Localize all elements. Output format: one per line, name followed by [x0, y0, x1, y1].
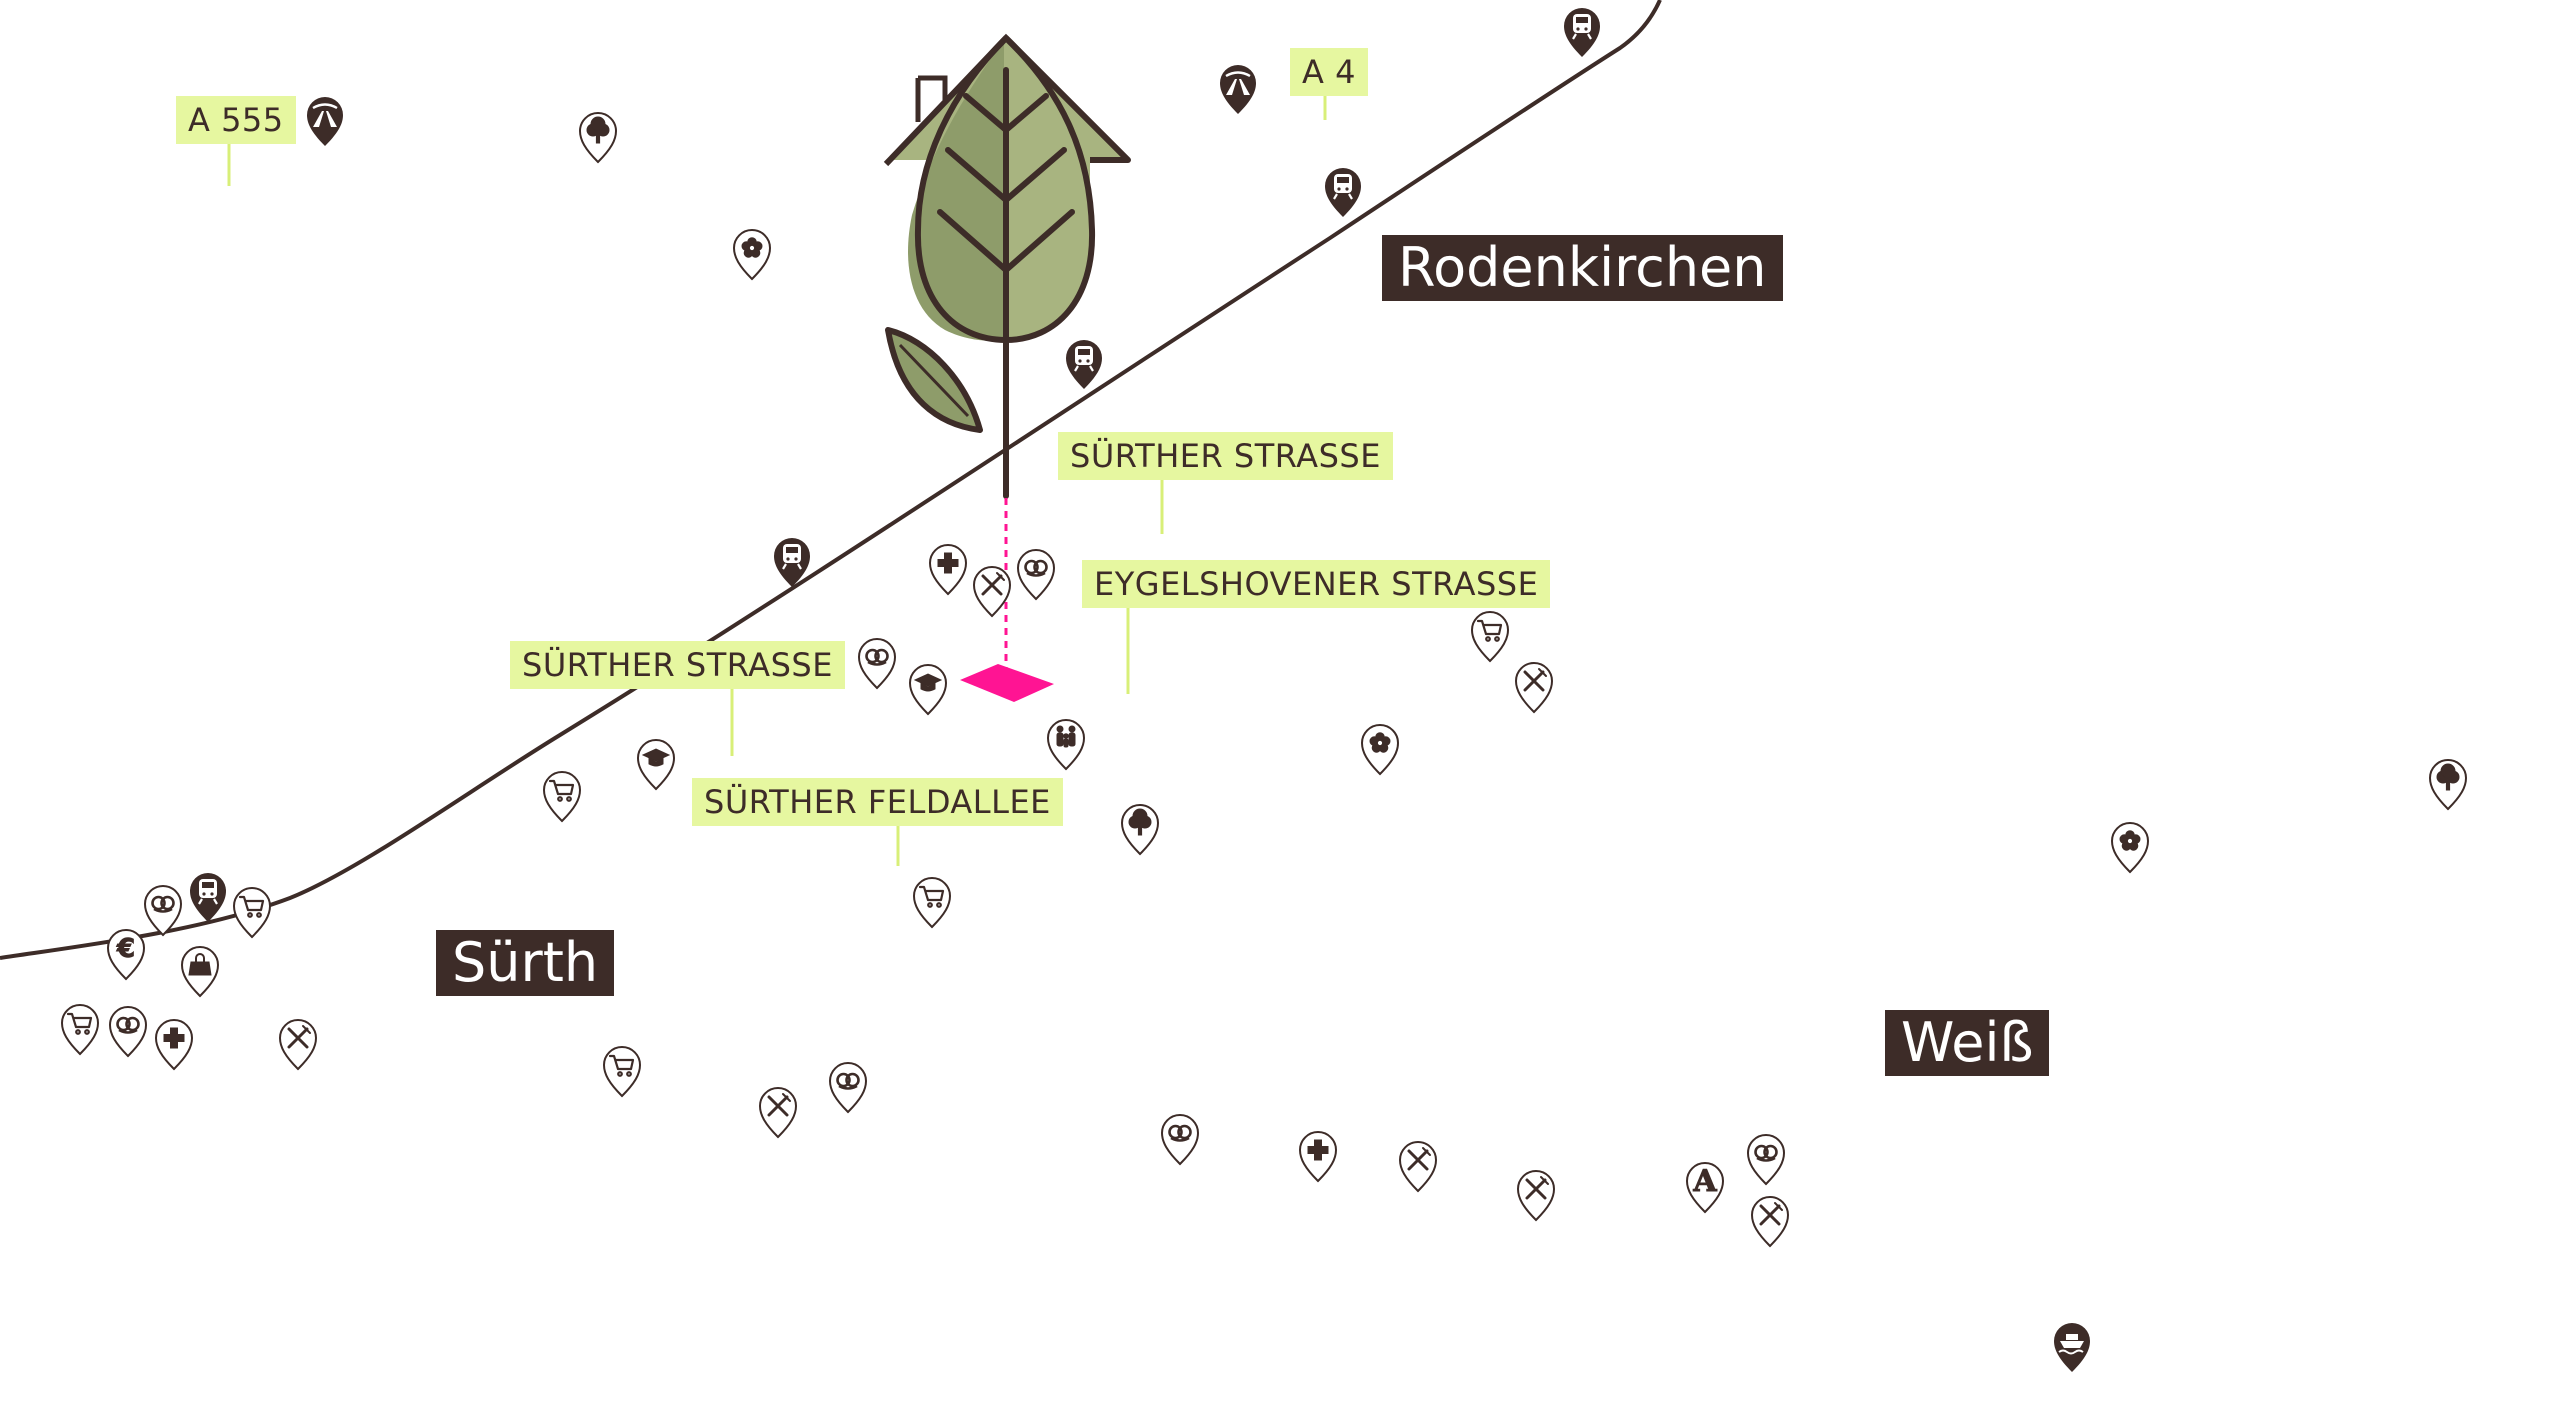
- label-leaders: [227, 96, 1327, 866]
- train-icon[interactable]: [1325, 168, 1361, 217]
- street-label-suerther-strasse-south: SÜRTHER STRASSE: [510, 641, 845, 689]
- street-label-eygelshovener-strasse: EYGELSHOVENER STRASSE: [1082, 560, 1551, 608]
- cutlery-icon[interactable]: [759, 1087, 797, 1138]
- cart-icon[interactable]: [543, 771, 581, 822]
- cart-icon[interactable]: [61, 1004, 99, 1055]
- tree-icon[interactable]: [579, 112, 617, 163]
- leaf-house-icon[interactable]: [883, 33, 1131, 499]
- pretzel-icon[interactable]: [829, 1062, 867, 1113]
- cart-icon[interactable]: [913, 877, 951, 928]
- cart-icon[interactable]: [233, 887, 271, 938]
- cap-icon[interactable]: [909, 664, 947, 715]
- bag-icon[interactable]: [181, 946, 219, 997]
- tree-icon[interactable]: [2429, 759, 2467, 810]
- highway-icon[interactable]: [307, 97, 343, 146]
- flower-icon[interactable]: [2111, 822, 2149, 873]
- place-label-weiss: Weiß: [1885, 1010, 2050, 1076]
- train-icon[interactable]: [1564, 8, 1600, 57]
- tree-icon[interactable]: [1121, 804, 1159, 855]
- place-label-rodenkirchen: Rodenkirchen: [1382, 235, 1783, 301]
- cart-icon[interactable]: [603, 1046, 641, 1097]
- ship-icon[interactable]: [2054, 1323, 2090, 1372]
- pretzel-icon[interactable]: [1747, 1134, 1785, 1185]
- pretzel-icon[interactable]: [858, 638, 896, 689]
- cutlery-icon[interactable]: [1517, 1170, 1555, 1221]
- pretzel-icon[interactable]: [109, 1006, 147, 1057]
- street-label-a555: A 555: [176, 96, 296, 144]
- flower-icon[interactable]: [733, 229, 771, 280]
- cross-icon[interactable]: [1299, 1131, 1337, 1182]
- cross-icon[interactable]: [155, 1019, 193, 1070]
- street-label-suerther-feldallee: SÜRTHER FELDALLEE: [692, 778, 1063, 826]
- family-icon[interactable]: [1047, 719, 1085, 770]
- pretzel-icon[interactable]: [1017, 549, 1055, 600]
- flower-icon[interactable]: [1361, 724, 1399, 775]
- cross-icon[interactable]: [929, 544, 967, 595]
- pretzel-icon[interactable]: [1161, 1114, 1199, 1165]
- street-label-a4: A 4: [1290, 48, 1368, 96]
- highway-icon[interactable]: [1220, 65, 1256, 114]
- cap-icon[interactable]: [637, 739, 675, 790]
- train-icon[interactable]: [190, 873, 226, 922]
- location-diamond-icon[interactable]: [960, 664, 1054, 702]
- place-label-suerth: Sürth: [436, 930, 615, 996]
- street-label-suerther-strasse-north: SÜRTHER STRASSE: [1058, 432, 1393, 480]
- euro-icon[interactable]: [107, 929, 145, 980]
- cutlery-icon[interactable]: [279, 1019, 317, 1070]
- pharmacy-icon[interactable]: [1686, 1162, 1724, 1213]
- cutlery-icon[interactable]: [1751, 1196, 1789, 1247]
- cutlery-icon[interactable]: [1399, 1141, 1437, 1192]
- train-icon[interactable]: [1066, 340, 1102, 389]
- cutlery-icon[interactable]: [1515, 662, 1553, 713]
- cart-icon[interactable]: [1471, 611, 1509, 662]
